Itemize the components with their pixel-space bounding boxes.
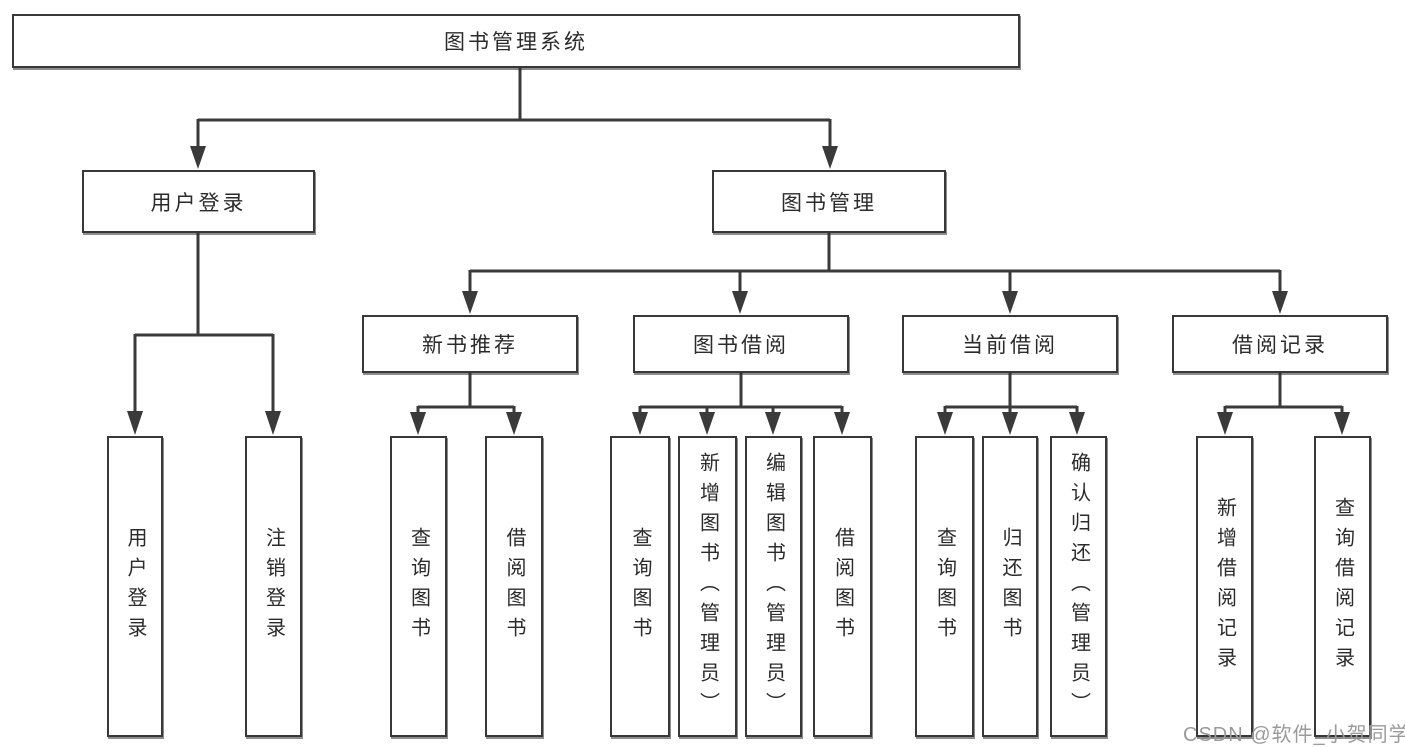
arrowhead-add-book <box>699 412 715 435</box>
edges-book-management-to-level2 <box>468 233 1282 293</box>
node-borrow-book-label: 借阅图书 <box>831 526 854 647</box>
node-borrow-book-recommend-label: 借阅图书 <box>503 526 525 647</box>
arrowhead-borrow-records <box>1272 291 1288 314</box>
node-borrow-records: 借阅记录 <box>1172 315 1388 373</box>
arrowhead-query-books-3 <box>937 412 953 435</box>
node-edit-book-admin-label: 编辑图书（管理员） <box>762 451 785 722</box>
edges-new-book-recommend-leaves <box>416 373 516 414</box>
node-book-borrowing: 图书借阅 <box>633 315 849 373</box>
arrowheads-level1 <box>190 146 838 169</box>
edges-borrow-records-leaves <box>1223 373 1344 414</box>
node-user-login-label: 用户登录 <box>124 526 146 647</box>
node-query-books-recommend: 查询图书 <box>390 436 447 737</box>
node-add-book-admin: 新增图书（管理员） <box>678 436 737 737</box>
arrowhead-logout-leaf <box>265 411 281 435</box>
edges-book-borrowing-leaves <box>638 373 844 414</box>
node-new-book-recommend: 新书推荐 <box>362 315 578 373</box>
node-query-books-recommend-label: 查询图书 <box>407 526 430 647</box>
edges-root-to-level1 <box>196 68 832 148</box>
node-query-borrow-record-label: 查询借阅记录 <box>1331 496 1354 677</box>
arrowhead-confirm-return <box>1069 412 1085 435</box>
node-add-borrow-record-label: 新增借阅记录 <box>1213 496 1236 677</box>
node-borrow-book: 借阅图书 <box>813 436 872 737</box>
node-current-borrowing: 当前借阅 <box>902 315 1118 373</box>
node-logout-label: 注销登录 <box>262 526 285 647</box>
node-query-books-current: 查询图书 <box>915 436 974 737</box>
arrowheads-book-borrowing-leaves <box>632 412 850 435</box>
arrowheads-level2 <box>462 291 1288 314</box>
node-return-book-label: 归还图书 <box>999 526 1021 647</box>
arrowhead-book-management <box>822 146 838 169</box>
arrowheads-borrow-records-leaves <box>1217 412 1350 435</box>
arrowhead-current-borrowing <box>1002 291 1018 314</box>
node-query-books-borrowing: 查询图书 <box>610 436 670 737</box>
node-borrow-book-recommend: 借阅图书 <box>485 436 543 737</box>
arrowhead-query-borrow-record <box>1334 412 1350 435</box>
arrowhead-login-leaf <box>127 411 143 435</box>
arrowhead-query-books-2 <box>632 412 648 435</box>
arrowhead-new-book-recommend <box>462 291 478 314</box>
node-library-management-system: 图书管理系统 <box>12 14 1020 68</box>
arrowhead-borrow-book-1 <box>506 412 522 435</box>
arrowhead-book-borrowing <box>732 291 748 314</box>
edges-current-borrowing-leaves <box>943 373 1079 414</box>
node-book-management: 图书管理 <box>712 170 946 233</box>
arrowhead-borrow-book-2 <box>834 412 850 435</box>
arrowhead-edit-book <box>765 412 781 435</box>
node-logout: 注销登录 <box>245 436 302 737</box>
node-return-book: 归还图书 <box>982 436 1038 737</box>
node-user-login: 用户登录 <box>107 436 163 737</box>
arrowhead-user-login <box>190 146 206 169</box>
node-query-books-borrowing-label: 查询图书 <box>629 526 651 647</box>
csdn-watermark: CSDN @软件_小贺同学 <box>1183 724 1405 746</box>
node-query-borrow-record: 查询借阅记录 <box>1314 436 1371 737</box>
node-confirm-return-admin: 确认归还（管理员） <box>1050 436 1107 737</box>
edge-level2-stems <box>468 270 1282 293</box>
arrowhead-return-book <box>1002 412 1018 435</box>
node-query-books-current-label: 查询图书 <box>933 526 956 647</box>
arrowheads-new-book-recommend-leaves <box>410 412 522 435</box>
edges-user-login-to-leaves <box>133 233 275 413</box>
node-add-book-admin-label: 新增图书（管理员） <box>696 451 719 722</box>
arrowheads-user-login-leaves <box>127 411 281 435</box>
edge-book-borrowing-leaf-stems <box>638 406 844 414</box>
arrowhead-add-borrow-record <box>1217 412 1233 435</box>
node-add-borrow-record: 新增借阅记录 <box>1196 436 1253 737</box>
node-confirm-return-admin-label: 确认归还（管理员） <box>1067 451 1090 722</box>
arrowhead-query-books-1 <box>410 412 426 435</box>
node-user-login-branch: 用户登录 <box>82 170 315 233</box>
node-edit-book-admin: 编辑图书（管理员） <box>745 436 802 737</box>
arrowheads-current-borrowing-leaves <box>937 412 1085 435</box>
